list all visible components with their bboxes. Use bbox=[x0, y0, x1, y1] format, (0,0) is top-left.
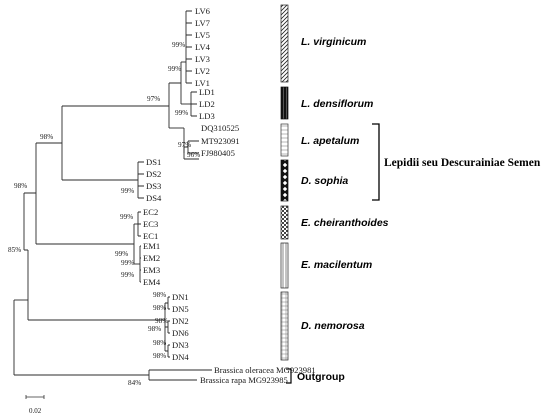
ingroup-join bbox=[24, 143, 37, 244]
lepidium-join bbox=[62, 83, 170, 128]
bootstrap-value: 99% bbox=[115, 250, 128, 258]
tip-label: DS2 bbox=[146, 169, 161, 179]
tip-label: LD3 bbox=[199, 111, 215, 121]
tip-label: MT923091 bbox=[201, 136, 240, 146]
tip-label: LV5 bbox=[195, 30, 210, 40]
tip-label: EC1 bbox=[143, 231, 158, 241]
species-label-apetalum: L. apetalum bbox=[301, 135, 359, 147]
species-bar-virginicum bbox=[280, 4, 289, 83]
tip-label: LV4 bbox=[195, 42, 211, 52]
tip-label: DN2 bbox=[172, 316, 189, 326]
tip-label: LD2 bbox=[199, 99, 215, 109]
group-label: Lepidii seu Descurainiae Semen bbox=[384, 157, 541, 169]
species-bar-densiflorum bbox=[280, 86, 289, 120]
tip-label: LV7 bbox=[195, 18, 211, 28]
species-label-cheiranthoides: E. cheiranthoides bbox=[301, 217, 389, 229]
bootstrap-value: 99% bbox=[120, 213, 133, 221]
species-label-sophia: D. sophia bbox=[301, 175, 348, 187]
tip-label: DN3 bbox=[172, 340, 189, 350]
species-bar-macilentum bbox=[280, 242, 289, 289]
species-label-nemorosa: D. nemorosa bbox=[301, 320, 365, 332]
bootstrap-value: 84% bbox=[128, 379, 141, 387]
dn-clade-branches bbox=[28, 296, 170, 358]
tip-label: EC2 bbox=[143, 207, 158, 217]
bootstrap-value: 99% bbox=[121, 187, 134, 195]
bootstrap-value: 85% bbox=[8, 246, 21, 254]
tip-label: LV3 bbox=[195, 54, 210, 64]
apetalum-clade-branches bbox=[169, 127, 199, 160]
tip-label: DQ310525 bbox=[201, 123, 239, 133]
bootstrap-value: 98% bbox=[153, 291, 166, 299]
tip-label: EM1 bbox=[143, 241, 160, 251]
tip-label: EM3 bbox=[143, 265, 160, 275]
em-clade-branches bbox=[134, 245, 141, 283]
tip-label: Brassica rapa MG923985 bbox=[200, 375, 288, 385]
species-bar-cheiranthoides bbox=[280, 205, 289, 240]
outgroup-label: Outgroup bbox=[297, 371, 345, 383]
lv-clade-branches bbox=[181, 10, 192, 84]
lep-ds-join bbox=[36, 106, 63, 180]
bootstrap-value: 99% bbox=[168, 65, 181, 73]
outgroup-branches bbox=[13, 299, 212, 381]
tip-label: LV6 bbox=[195, 6, 211, 16]
species-bars bbox=[280, 4, 289, 361]
outgroup-bracket bbox=[286, 368, 292, 384]
species-label-virginicum: L. virginicum bbox=[301, 36, 366, 48]
bootstrap-value: 98% bbox=[40, 133, 53, 141]
bootstrap-value: 99% bbox=[121, 271, 134, 279]
bootstrap-value: 97% bbox=[147, 95, 160, 103]
bootstrap-value: 99% bbox=[172, 41, 185, 49]
tree-branches bbox=[13, 10, 212, 381]
tip-label: EC3 bbox=[143, 219, 158, 229]
species-bar-nemorosa bbox=[280, 291, 289, 361]
bootstrap-value: 98% bbox=[153, 339, 166, 347]
bootstrap-value: 98% bbox=[153, 304, 166, 312]
bootstrap-value: 98% bbox=[153, 352, 166, 360]
tip-label: DN6 bbox=[172, 328, 189, 338]
species-bar-sophia bbox=[280, 159, 289, 202]
tip-label: LV1 bbox=[195, 78, 210, 88]
tip-label: FJ980405 bbox=[201, 148, 235, 158]
root-join bbox=[23, 193, 29, 320]
bootstrap-value: 98% bbox=[14, 182, 27, 190]
species-label-densiflorum: L. densiflorum bbox=[301, 98, 373, 110]
tip-label: DS3 bbox=[146, 181, 161, 191]
species-label-macilentum: E. macilentum bbox=[301, 259, 372, 271]
tip-label: DN1 bbox=[172, 292, 189, 302]
tip-labels: LV6 LV7 LV5 LV4 LV3 LV2 LV1 LD1 LD2 LD3 … bbox=[143, 6, 316, 385]
species-bar-apetalum bbox=[280, 123, 289, 157]
tip-label: LV2 bbox=[195, 66, 210, 76]
tip-label: EM4 bbox=[143, 277, 161, 287]
ds-clade-branches bbox=[62, 161, 144, 199]
tip-label: EM2 bbox=[143, 253, 160, 263]
tip-label: DS1 bbox=[146, 157, 161, 167]
group-bracket bbox=[372, 123, 380, 201]
tip-label: Brassica oleracea MG923981 bbox=[214, 365, 316, 375]
ec-em-join bbox=[36, 224, 135, 264]
bootstrap-value: 99% bbox=[121, 259, 134, 267]
scale-bar-label: 0.02 bbox=[29, 407, 42, 415]
scale-bar: 0.02 bbox=[25, 395, 45, 415]
bootstrap-value: 98% bbox=[148, 325, 161, 333]
tip-label: DN4 bbox=[172, 352, 189, 362]
ld-clade-branches bbox=[181, 91, 197, 117]
tip-label: DN5 bbox=[172, 304, 189, 314]
tip-label: LD1 bbox=[199, 87, 215, 97]
bootstrap-labels: 99% 99% 99% 97% 97% 96% 98% 99% 98% 99% … bbox=[8, 41, 200, 387]
bootstrap-value: 98% bbox=[155, 317, 168, 325]
ec-clade-branches bbox=[134, 211, 141, 237]
lv-ld-join bbox=[169, 62, 182, 104]
bootstrap-value: 97% bbox=[178, 141, 191, 149]
bootstrap-value: 99% bbox=[175, 109, 188, 117]
tip-label: DS4 bbox=[146, 193, 162, 203]
bootstrap-value: 96% bbox=[187, 151, 200, 159]
species-labels: L. virginicum L. densiflorum L. apetalum… bbox=[301, 36, 389, 332]
